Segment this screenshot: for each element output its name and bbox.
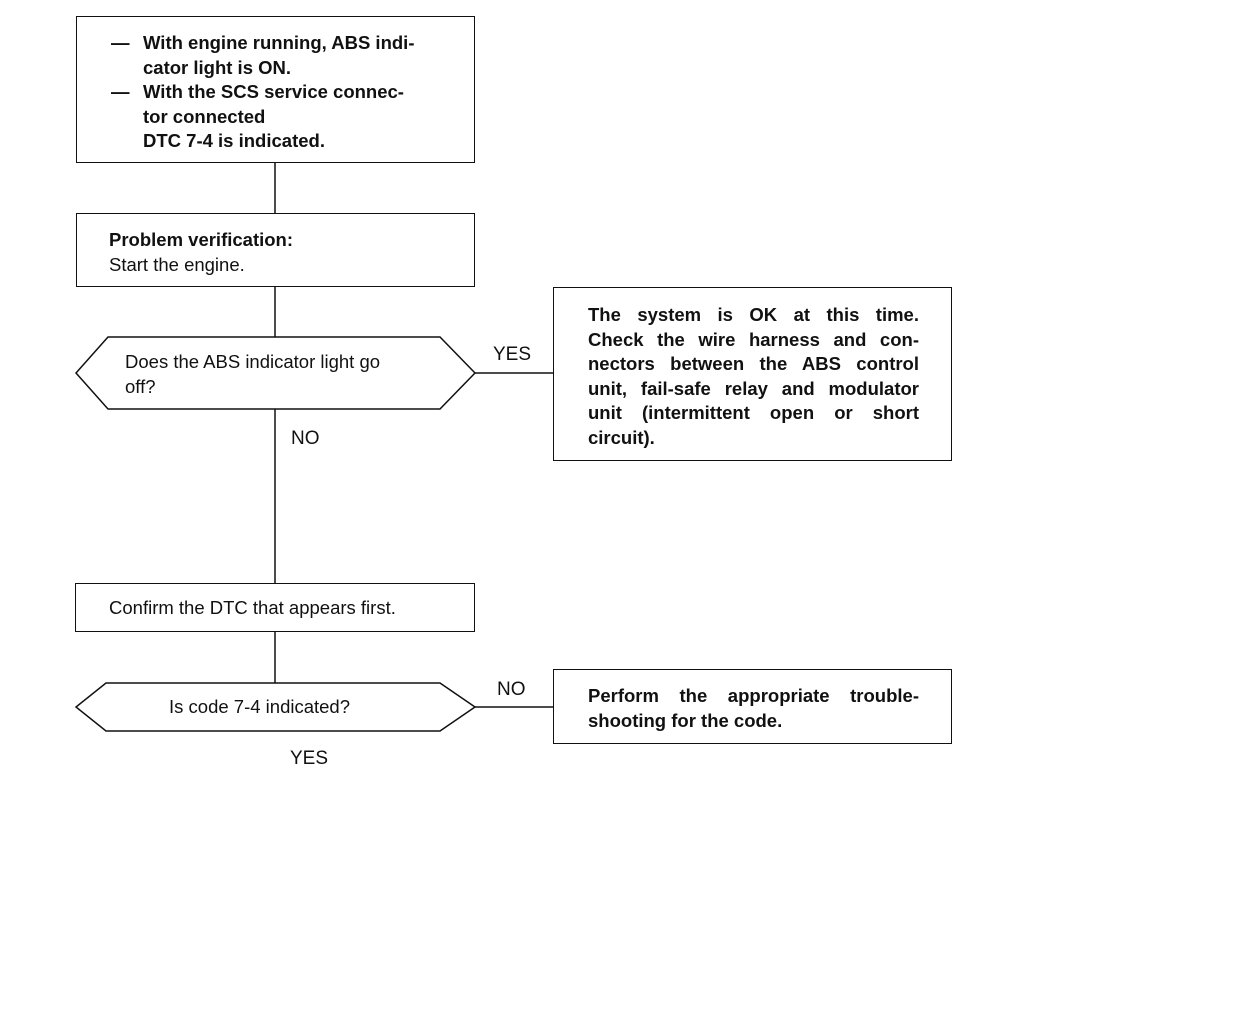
bullet-text: With engine running, ABS indi- cator lig…: [143, 31, 414, 80]
verification-body: Start the engine.: [109, 253, 245, 275]
bullet-line: cator light is ON.: [143, 56, 292, 78]
question-line: Does the ABS indicator light go: [125, 351, 381, 372]
trouble-line: shooting for the code.: [588, 709, 783, 731]
confirm-dtc-box: Confirm the DTC that appears first.: [75, 583, 475, 632]
bullet-dash: —: [111, 81, 130, 102]
verification-title: Problem verification:: [109, 229, 294, 250]
dtc-indicated-line: DTC 7-4 is indicated.: [143, 130, 325, 151]
decision-1-yes-label: YES: [493, 344, 532, 365]
troubleshooting-box: Perform the appropriate trouble- shootin…: [553, 669, 952, 744]
decision-2-no-label: NO: [497, 679, 526, 700]
ok-line: Check the wire harness and con-: [588, 328, 919, 350]
decision-2-yes-label: YES: [290, 748, 329, 769]
system-ok-text: The system is OK at this time. Check the…: [588, 303, 919, 450]
bullet-line: tor connected: [143, 105, 266, 127]
start-condition-box: — With engine running, ABS indi- cator l…: [76, 16, 475, 163]
ok-line: nectors between the ABS control: [588, 353, 919, 374]
verification-text: Problem verification: Start the engine.: [109, 228, 293, 277]
decision-2-shape: [74, 682, 477, 732]
troubleshooting-text: Perform the appropriate trouble- shootin…: [588, 684, 919, 733]
trouble-line: Perform the appropriate trouble-: [588, 685, 919, 706]
confirm-dtc-text: Confirm the DTC that appears first.: [109, 597, 396, 618]
ok-line: circuit).: [588, 426, 655, 448]
decision-2-question: Is code 7-4 indicated?: [169, 696, 351, 717]
ok-line: unit, fail-safe relay and modulator: [588, 377, 919, 399]
question-line: off?: [125, 375, 156, 397]
ok-line: The system is OK at this time.: [588, 304, 919, 325]
bullet-dash: —: [111, 32, 130, 53]
bullet-text: With the SCS service connec- tor connect…: [143, 80, 404, 154]
bullet-line: With the SCS service connec-: [143, 81, 404, 102]
bullet-line: With engine running, ABS indi-: [143, 32, 415, 53]
decision-1-no-label: NO: [291, 428, 320, 449]
problem-verification-box: Problem verification: Start the engine.: [76, 213, 475, 287]
decision-1-question: Does the ABS indicator light go off?: [125, 350, 380, 399]
ok-line: unit (intermittent open or short: [588, 402, 919, 423]
system-ok-box: The system is OK at this time. Check the…: [553, 287, 952, 461]
decision-1-shape: [74, 336, 477, 410]
